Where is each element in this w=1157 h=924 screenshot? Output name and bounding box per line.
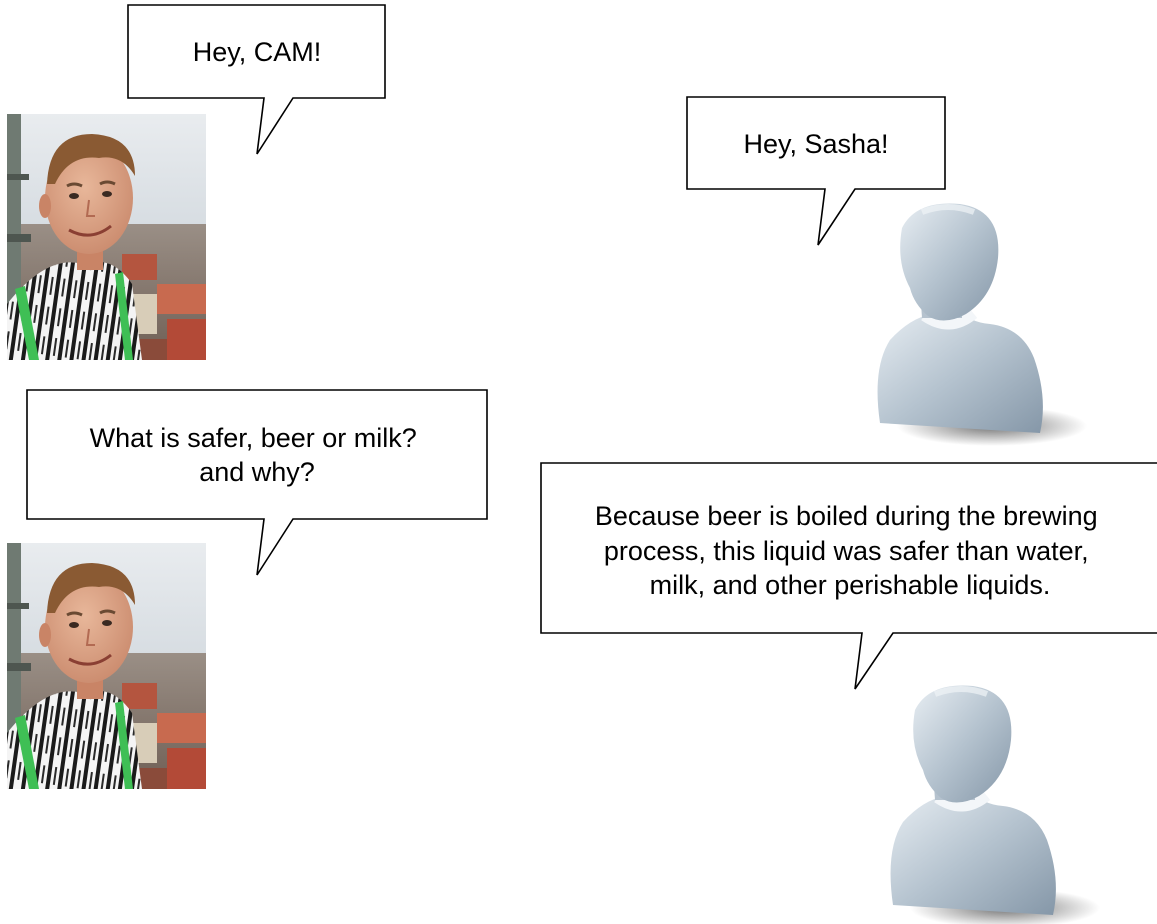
- speech-bubble-sasha-2: What is safer, beer or milk? and why?: [26, 389, 488, 576]
- message-text: What is safer, beer or milk? and why?: [90, 423, 425, 487]
- message-line: and why?: [199, 457, 315, 487]
- message-line: Hey, CAM!: [193, 37, 322, 67]
- bubble-shape: [26, 389, 488, 576]
- speech-bubble-sasha-1: Hey, CAM!: [127, 4, 386, 155]
- message-text: Because beer is boiled during the brewin…: [595, 501, 1105, 600]
- message-line: milk, and other perishable liquids.: [650, 570, 1051, 600]
- message-text: Hey, CAM!: [193, 37, 322, 67]
- message-line: process, this liquid was safer than wate…: [604, 536, 1089, 566]
- avatar-cam-2: [891, 686, 1100, 924]
- message-line: Because beer is boiled during the brewin…: [595, 501, 1098, 531]
- bubble-shape: [127, 4, 386, 155]
- message-text: Hey, Sasha!: [743, 129, 888, 159]
- message-line: What is safer, beer or milk?: [90, 423, 417, 453]
- speech-bubble-cam-1: Hey, Sasha!: [686, 96, 946, 246]
- avatar-cam-1: [878, 204, 1087, 447]
- bubble-shape: [686, 96, 946, 246]
- message-line: Hey, Sasha!: [743, 129, 888, 159]
- avatar-sasha-2: [5, 541, 208, 791]
- speech-bubble-cam-2: Because beer is boiled during the brewin…: [540, 462, 1157, 690]
- avatar-sasha-1: [5, 112, 208, 362]
- bubble-shape: [540, 462, 1157, 690]
